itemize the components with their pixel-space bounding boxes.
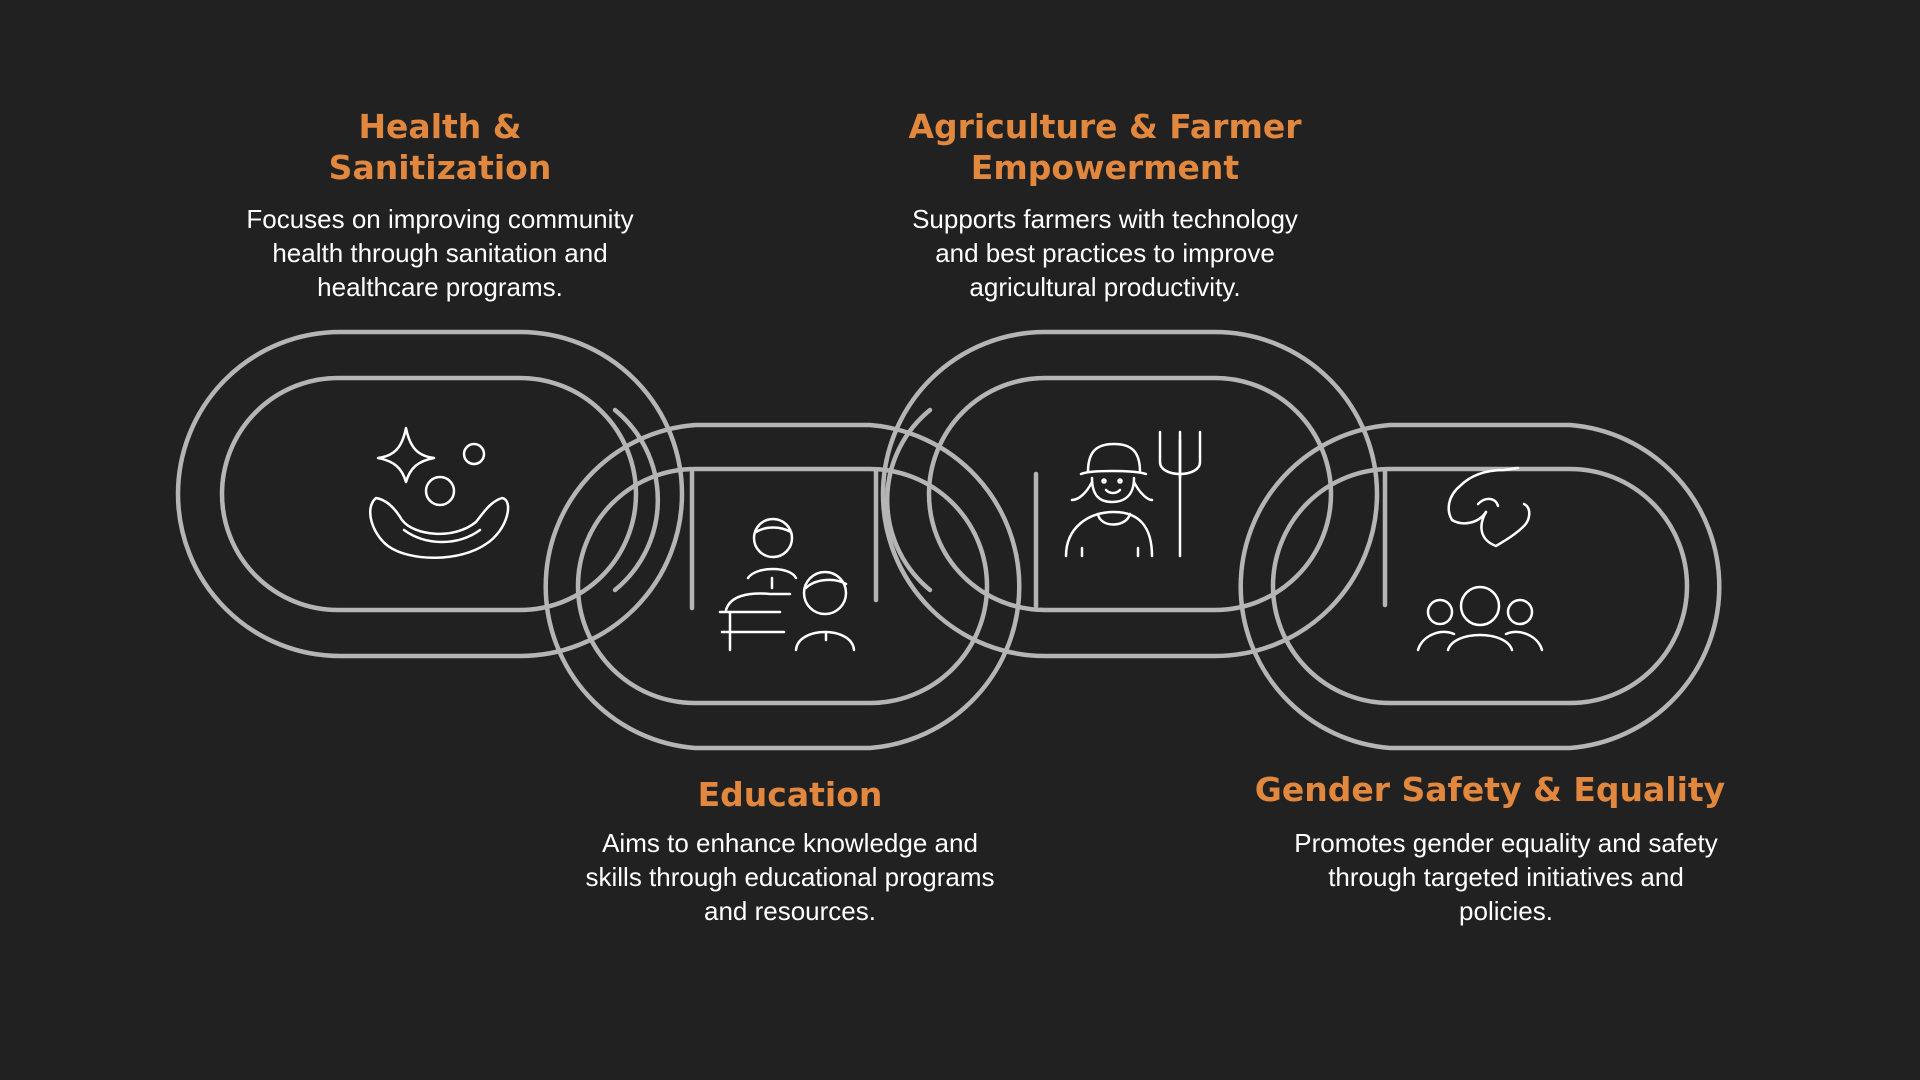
gender-description: Promotes gender equality and safety thro…	[1294, 828, 1718, 926]
chain-link-gender	[1238, 422, 1722, 751]
farmer-pitchfork-icon	[1064, 430, 1202, 558]
health-title: Health & Sanitization	[328, 107, 552, 187]
chain-link-agriculture	[880, 329, 1380, 659]
health-sparkle-icon	[369, 426, 510, 559]
chain-link-education	[543, 422, 1022, 751]
agriculture-description: Supports farmers with technology and bes…	[912, 204, 1298, 302]
health-description: Focuses on improving community health th…	[246, 204, 634, 302]
gender-title: Gender Safety & Equality	[1254, 770, 1726, 809]
chain-link-health	[175, 329, 685, 659]
protective-hand-group-icon	[1416, 466, 1544, 652]
teacher-student-icon	[718, 517, 856, 652]
agriculture-title: Agriculture & Farmer Empowerment	[908, 107, 1302, 187]
chain-interlock-overlaps	[612, 407, 1039, 609]
education-description: Aims to enhance knowledge and skills thr…	[585, 828, 995, 926]
education-title: Education	[697, 775, 883, 814]
